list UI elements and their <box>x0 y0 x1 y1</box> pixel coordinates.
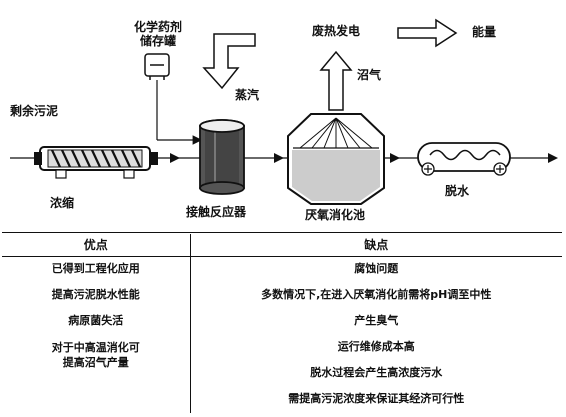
chem-tank-label: 化学药剂 储存罐 <box>118 20 198 48</box>
waste-heat-power-label: 废热发电 <box>312 24 361 38</box>
steam-arrow <box>202 33 256 90</box>
disadvantage-item: 腐蚀问题 <box>354 262 399 275</box>
steam-label: 蒸汽 <box>235 88 260 102</box>
biogas-arrow <box>319 50 353 111</box>
disadvantage-item: 需提高污泥浓度来保证其经济可行性 <box>288 392 465 405</box>
chem-tank-label-line2: 储存罐 <box>139 34 176 48</box>
table-row: 需提高污泥浓度来保证其经济可行性 <box>2 387 562 413</box>
anaerobic-digester <box>287 113 385 205</box>
chemical-storage-tank <box>144 53 203 145</box>
chem-tank-label-line1: 化学药剂 <box>133 20 182 34</box>
pros-cons-table: 优点 缺点 已得到工程化应用 腐蚀问题 提高污泥脱水性能 多数情况下,在进入厌氧… <box>2 234 562 413</box>
disadvantages-header: 缺点 <box>190 234 562 257</box>
disadvantage-item: 脱水过程会产生高浓度污水 <box>310 366 443 379</box>
table-row: 提高污泥脱水性能 多数情况下,在进入厌氧消化前需将pH调至中性 <box>2 283 562 309</box>
table-header-row: 优点 缺点 <box>2 234 562 257</box>
advantage-item-empty <box>2 387 191 413</box>
thickening-label: 浓缩 <box>50 196 75 210</box>
biogas-label: 沼气 <box>357 68 382 82</box>
dewatering-label: 脱水 <box>445 184 470 198</box>
disadvantage-item: 产生臭气 <box>354 314 399 327</box>
table-row: 对于中高温消化可 提高沼气产量 运行维修成本高 <box>2 335 562 387</box>
advantage-item: 病原菌失活 <box>2 309 191 335</box>
advantage-item: 提高污泥脱水性能 <box>2 283 191 309</box>
flow-arrowhead <box>274 153 284 163</box>
table-top-rule <box>2 232 562 233</box>
advantage-item: 已得到工程化应用 <box>2 256 191 283</box>
contact-reactor-label: 接触反应器 <box>186 205 247 219</box>
flow-arrowhead <box>170 153 180 163</box>
energy-label: 能量 <box>472 25 497 39</box>
process-flow-diagram <box>10 18 558 205</box>
disadvantage-item: 运行维修成本高 <box>337 340 415 353</box>
belt-press <box>417 142 511 176</box>
disadvantage-item: 多数情况下,在进入厌氧消化前需将pH调至中性 <box>261 288 492 301</box>
thickener-screw <box>34 146 158 179</box>
energy-arrow <box>397 18 458 48</box>
table-row: 已得到工程化应用 腐蚀问题 <box>2 256 562 283</box>
anaerobic-digester-label: 厌氧消化池 <box>305 208 366 222</box>
table-row: 脱水过程会产生高浓度污水 <box>2 361 562 387</box>
table-row: 病原菌失活 产生臭气 <box>2 309 562 335</box>
contact-reactor <box>199 119 245 195</box>
advantages-header: 优点 <box>2 234 191 257</box>
flow-arrowhead <box>548 153 558 163</box>
flow-arrowhead <box>390 153 400 163</box>
advantage-item: 对于中高温消化可 提高沼气产量 <box>2 335 191 387</box>
surplus-sludge-label: 剩余污泥 <box>10 104 59 118</box>
